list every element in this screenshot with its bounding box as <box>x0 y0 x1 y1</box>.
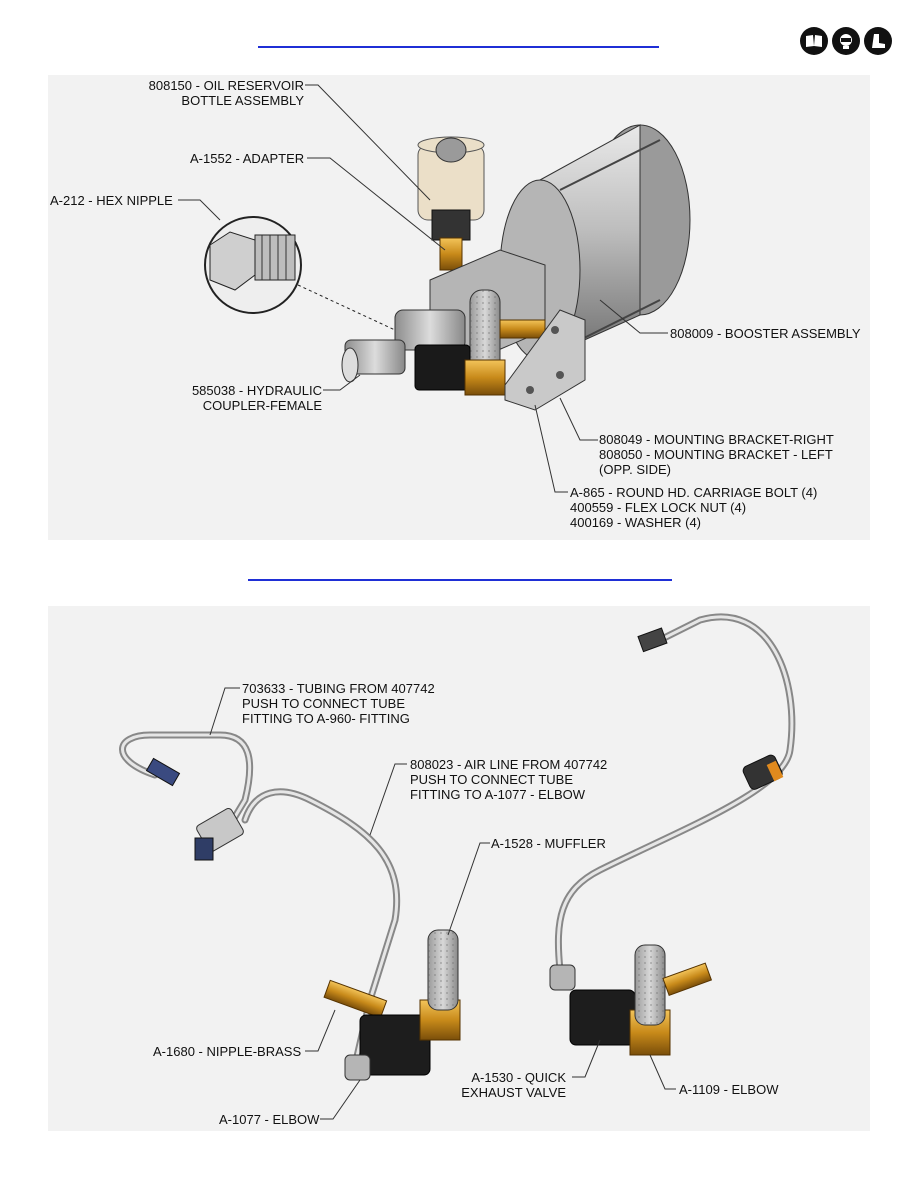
callout-elbow-1077: A-1077 - ELBOW <box>219 1112 320 1127</box>
air-line-808023-inner <box>243 790 399 1067</box>
callout-booster: 808009 - BOOSTER ASSEMBLY <box>670 326 861 341</box>
callout-elbow-1109: A-1109 - ELBOW <box>679 1082 779 1097</box>
read-manual-icon <box>800 27 828 55</box>
callout-reservoir: 808150 - OIL RESERVOIR BOTTLE ASSEMBLY <box>148 78 304 108</box>
bottom-leader-lines <box>209 687 676 1120</box>
callout-air-line: 808023 - AIR LINE FROM 407742 PUSH TO CO… <box>410 757 608 802</box>
top-title-line <box>258 46 659 48</box>
bottom-title-line <box>248 579 672 581</box>
callout-nipple-brass: A-1680 - NIPPLE-BRASS <box>153 1044 302 1059</box>
callout-hardware: A-865 - ROUND HD. CARRIAGE BOLT (4) 4005… <box>570 485 818 530</box>
push-connect-fittings-left <box>145 757 244 861</box>
tubing-right-inner <box>556 615 794 972</box>
quick-exhaust-right <box>549 944 713 1056</box>
push-connect-fittings-right <box>637 627 784 790</box>
mounting-bracket <box>504 309 586 411</box>
quick-exhaust-left <box>323 929 461 1081</box>
callout-quick-exhaust: A-1530 - QUICK EXHAUST VALVE <box>461 1070 566 1100</box>
callout-muffler: A-1528 - MUFFLER <box>491 836 606 851</box>
safety-boot-icon <box>864 27 892 55</box>
hex-nipple-detail <box>204 216 396 331</box>
callout-adapter: A-1552 - ADAPTER <box>190 151 305 166</box>
adapter-fitting <box>439 237 463 271</box>
callout-coupler: 585038 - HYDRAULIC COUPLER-FEMALE <box>191 383 322 413</box>
callout-hex-nipple: A-212 - HEX NIPPLE <box>50 193 173 208</box>
face-shield-icon <box>832 27 860 55</box>
safety-icons <box>800 27 892 55</box>
hydraulic-body <box>394 249 546 396</box>
bottom-diagram-panel <box>48 606 870 1131</box>
reservoir-bottle <box>417 136 485 241</box>
callout-tubing: 703633 - TUBING FROM 407742 PUSH TO CONN… <box>242 681 435 726</box>
coupler <box>341 339 406 383</box>
top-leader-lines <box>178 84 668 493</box>
callout-bracket: 808049 - MOUNTING BRACKET-RIGHT 808050 -… <box>599 432 834 477</box>
tubing-703633-inner <box>121 733 252 827</box>
